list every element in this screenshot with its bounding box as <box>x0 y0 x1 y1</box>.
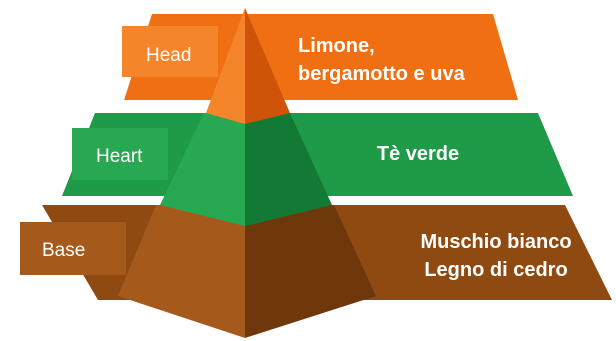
base-pyramid-left-face <box>118 205 245 338</box>
head-label-tab <box>122 26 218 77</box>
heart-pyramid-right-face <box>245 113 332 226</box>
head-note-line-2: bergamotto e uva <box>298 63 466 85</box>
base-note-line-2: Legno di cedro <box>424 259 567 281</box>
head-pyramid-right-face <box>245 8 290 124</box>
heart-label: Heart <box>96 146 143 167</box>
base-label-tab <box>20 222 126 275</box>
head-label: Head <box>146 45 191 66</box>
base-note-line-1: Muschio bianco <box>420 231 571 253</box>
heart-note-line-1: Tè verde <box>377 143 459 165</box>
head-pyramid-left-face <box>206 8 245 124</box>
head-note-line-1: Limone, <box>298 35 375 57</box>
base-label: Base <box>42 240 85 261</box>
heart-pyramid-left-face <box>160 113 245 226</box>
heart-label-tab <box>72 128 168 180</box>
head-tier: Head Limone, bergamotto e uva <box>122 8 518 124</box>
base-pyramid-right-face <box>245 205 376 338</box>
base-tier: Base Muschio bianco Legno di cedro <box>20 205 612 338</box>
heart-tier: Heart Tè verde <box>62 113 573 226</box>
